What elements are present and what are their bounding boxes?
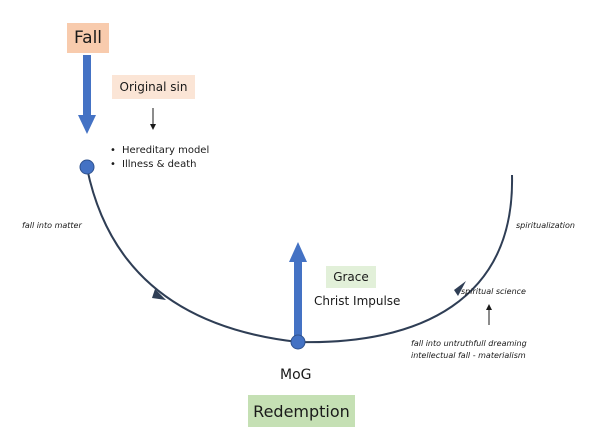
fall-into-matter-label: fall into matter	[22, 221, 82, 230]
intellectual-fall-label: intellectual fall - materialism	[411, 351, 526, 360]
grace-label: Grace	[326, 266, 376, 288]
ascent-arrowhead	[454, 281, 466, 296]
list-item: Hereditary model	[110, 144, 209, 158]
list-item: Illness & death	[110, 158, 209, 172]
fall-arrow-head	[78, 115, 96, 134]
spiritualization-label: spiritualization	[516, 221, 575, 230]
redemption-label: Redemption	[248, 395, 355, 427]
untruthful-dreaming-label: fall into untruthfull dreaming	[411, 339, 527, 348]
fall-arrow-shaft	[83, 55, 91, 117]
fall-node	[79, 159, 95, 175]
descent-arrowhead	[152, 289, 166, 300]
christ-impulse-label: Christ Impulse	[314, 294, 401, 308]
grace-arrow-head	[289, 242, 307, 262]
grace-arrow-shaft	[294, 261, 302, 337]
consequence-list: Hereditary model Illness & death	[110, 144, 209, 172]
mog-node	[290, 334, 306, 350]
spiritual-science-label: spiritual science	[461, 287, 526, 296]
mog-label: MoG	[280, 367, 312, 383]
original-sin-label: Original sin	[112, 75, 195, 99]
fall-label: Fall	[67, 23, 109, 53]
